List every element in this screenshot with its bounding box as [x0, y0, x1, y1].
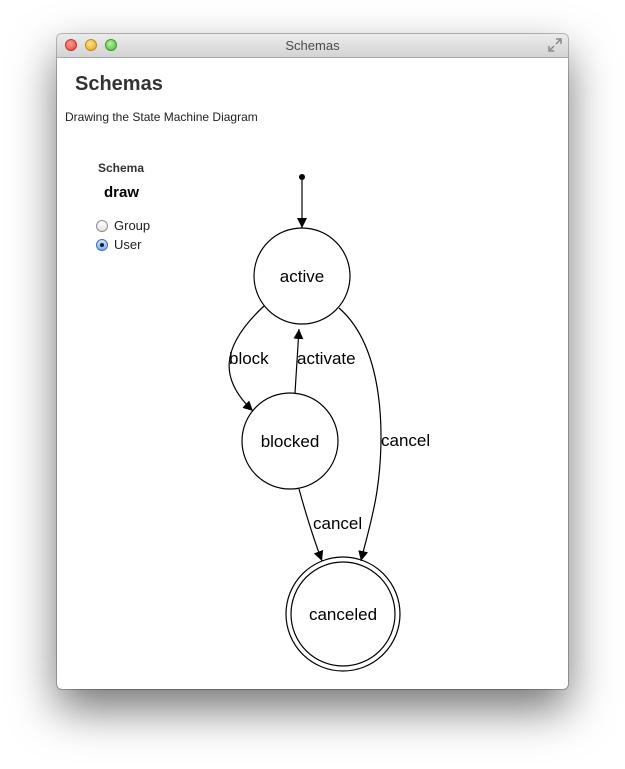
- zoom-icon[interactable]: [105, 39, 117, 51]
- close-icon[interactable]: [65, 39, 77, 51]
- label-cancel-active: cancel: [381, 431, 430, 450]
- state-blocked-label: blocked: [261, 432, 320, 451]
- state-active-label: active: [280, 267, 324, 286]
- schema-name: draw: [104, 184, 140, 201]
- transition-cancel-active: [338, 307, 382, 562]
- app-window: Schemas Schemas Drawing the State Machin…: [57, 34, 568, 689]
- page-subtitle: Drawing the State Machine Diagram: [65, 110, 258, 124]
- radio-user[interactable]: User: [96, 237, 141, 252]
- transition-block: [228, 305, 265, 412]
- main-content: Schemas Drawing the State Machine Diagra…: [57, 58, 568, 689]
- window-title: Schemas: [285, 38, 340, 53]
- state-canceled-label: canceled: [309, 605, 377, 624]
- initial-state: [299, 174, 305, 180]
- transition-cancel-blocked: [298, 488, 324, 562]
- label-block: block: [229, 349, 269, 368]
- state-blocked[interactable]: blocked: [241, 392, 339, 490]
- label-cancel-blocked: cancel: [313, 514, 362, 533]
- page-title: Schemas: [75, 73, 163, 95]
- fullscreen-icon[interactable]: [548, 38, 562, 52]
- radio-group[interactable]: Group: [96, 218, 150, 233]
- radio-group-label: Group: [114, 218, 151, 233]
- state-canceled[interactable]: canceled: [285, 556, 401, 672]
- radio-icon[interactable]: [96, 238, 108, 251]
- minimize-icon[interactable]: [85, 39, 97, 51]
- transition-activate: [293, 328, 304, 394]
- radio-icon[interactable]: [96, 219, 108, 232]
- label-activate: activate: [297, 349, 356, 368]
- state-machine-diagram: active blocked canceled block activate c…: [228, 174, 430, 672]
- state-active[interactable]: active: [253, 227, 351, 325]
- title-bar[interactable]: Schemas: [57, 34, 568, 58]
- radio-user-label: User: [114, 237, 142, 252]
- schema-label: Schema: [98, 161, 145, 175]
